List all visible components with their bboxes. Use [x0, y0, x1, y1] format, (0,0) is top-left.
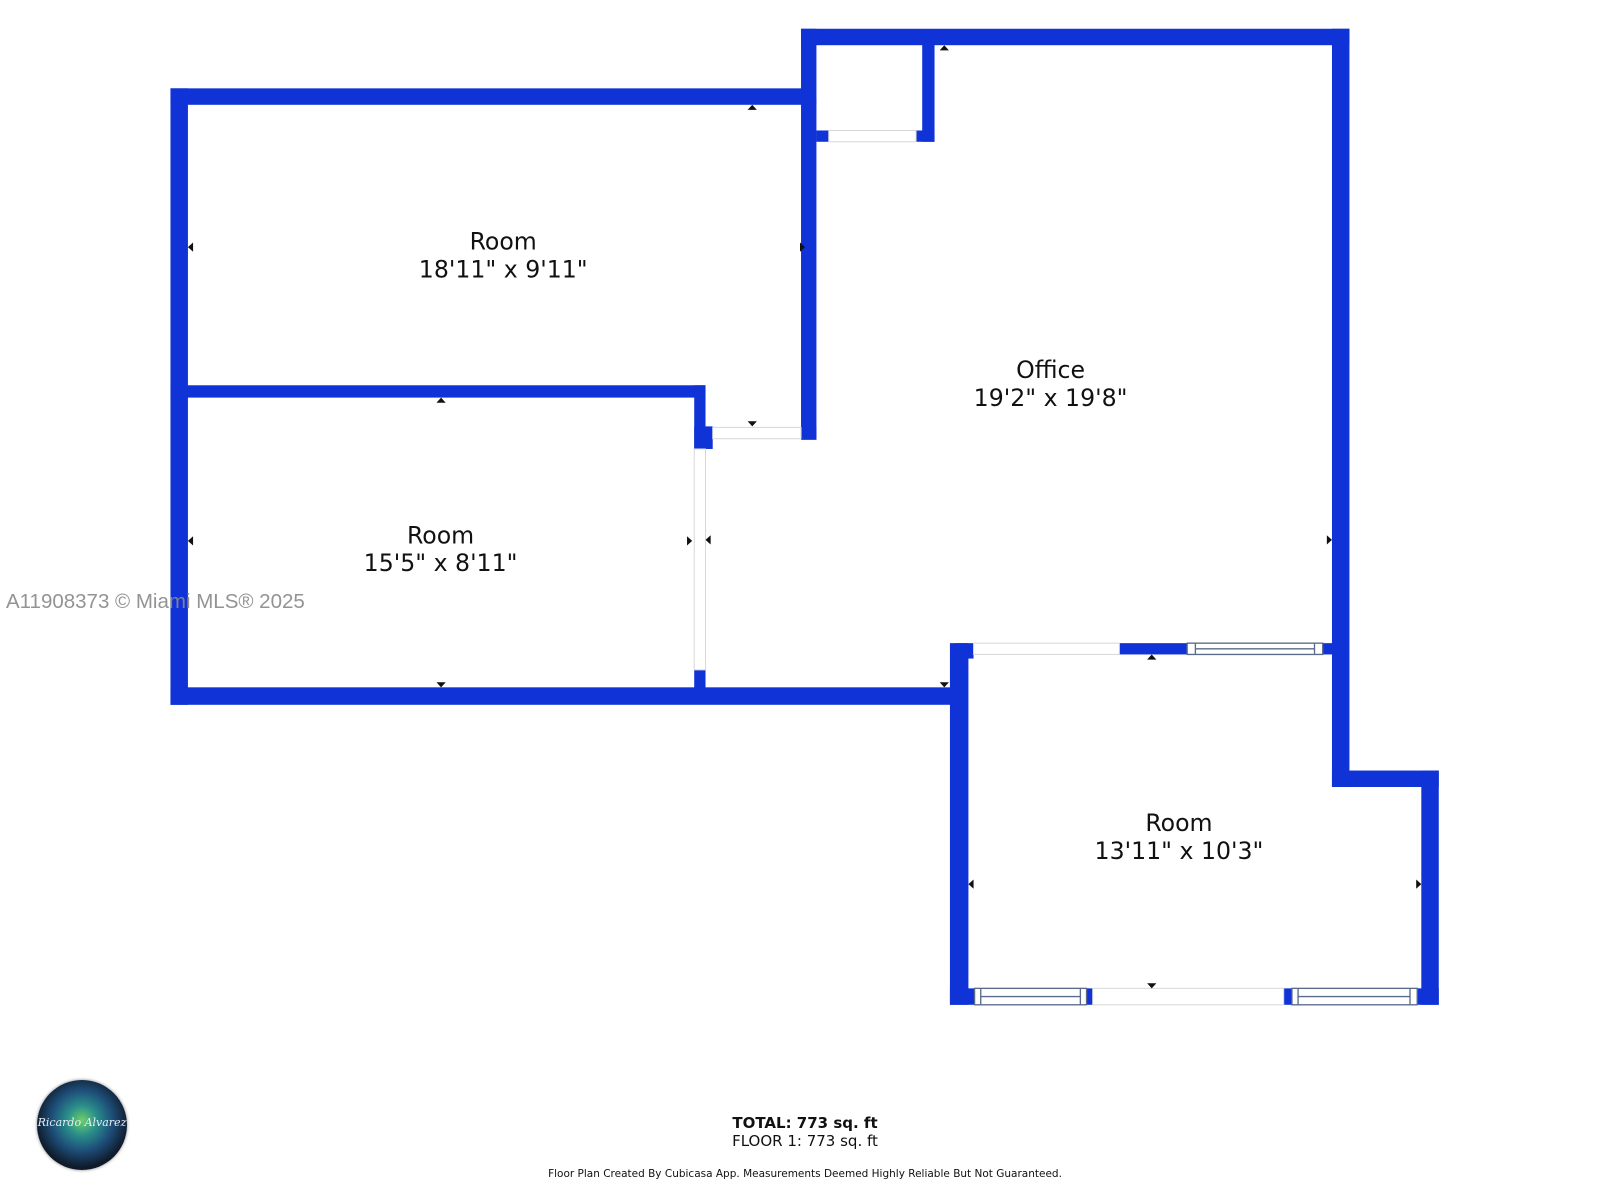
wall [922, 41, 935, 142]
arrow-up-icon [939, 45, 949, 51]
room-name: Room [1145, 809, 1212, 837]
room-dimensions: 15'5" x 8'11" [364, 549, 518, 577]
floor-area: FLOOR 1: 773 sq. ft [732, 1132, 878, 1150]
arrow-right-icon [800, 242, 806, 252]
wall [801, 28, 817, 105]
wall [1119, 643, 1188, 655]
wall [949, 988, 975, 1005]
arrow-down-icon [1147, 983, 1157, 989]
arrow-up-icon [436, 397, 446, 403]
photographer-logo: Ricardo Alvarez [37, 1080, 127, 1170]
wall [1417, 988, 1439, 1005]
wall [170, 385, 706, 398]
room-name: Room [470, 228, 537, 256]
room-labels: Room 18'11" x 9'11" Room 15'5" x 8'11" O… [364, 228, 1264, 865]
logo-signature: Ricardo Alvarez [37, 1116, 127, 1129]
mls-watermark: A11908373 © Miami MLS® 2025 [6, 590, 305, 613]
arrow-left-icon [968, 879, 974, 889]
windows [973, 642, 1418, 1006]
area-totals: TOTAL: 773 sq. ft FLOOR 1: 773 sq. ft [0, 1114, 1600, 1150]
walls [170, 28, 1439, 1005]
wall [1322, 643, 1342, 655]
window [1291, 987, 1418, 1006]
arrow-down-icon [747, 421, 757, 427]
arrow-up-icon [747, 104, 757, 110]
wall [170, 687, 967, 705]
wall [816, 130, 829, 142]
wall [170, 88, 808, 105]
room-name: Room [407, 521, 474, 549]
wall [916, 130, 935, 142]
arrow-right-icon [687, 536, 693, 546]
wall [694, 385, 706, 449]
wall [1283, 988, 1292, 1005]
arrow-left-icon [187, 242, 194, 252]
door-opening [712, 426, 802, 440]
wall [801, 426, 817, 440]
dimension-markers [187, 45, 1422, 989]
room-name: Office [1016, 356, 1085, 384]
window [973, 987, 1088, 1006]
arrow-left-icon [705, 535, 711, 545]
wall [1331, 28, 1350, 787]
room-dimensions: 18'11" x 9'11" [419, 255, 588, 283]
arrow-down-icon [939, 682, 949, 688]
door-opening [828, 129, 917, 143]
arrow-left-icon [187, 536, 194, 546]
window [1186, 642, 1324, 656]
wall [801, 98, 817, 440]
wall [1086, 988, 1093, 1005]
arrow-up-icon [1147, 654, 1157, 660]
door-opening [1092, 987, 1285, 1006]
disclaimer: Floor Plan Created By Cubicasa App. Meas… [548, 1168, 1062, 1180]
arrow-down-icon [436, 682, 446, 688]
arrow-right-icon [1326, 535, 1332, 545]
door-opening [693, 448, 707, 671]
room-dimensions: 13'11" x 10'3" [1095, 837, 1264, 865]
total-area: TOTAL: 773 sq. ft [732, 1114, 878, 1132]
openings [693, 129, 1285, 1006]
room-dimensions: 19'2" x 19'8" [974, 384, 1128, 412]
wall [801, 28, 1350, 46]
wall [694, 426, 713, 449]
wall [694, 669, 706, 696]
wall [1331, 770, 1439, 787]
wall [949, 643, 969, 1005]
door-opening [973, 642, 1120, 655]
arrow-right-icon [1416, 879, 1422, 889]
wall [1421, 770, 1439, 1005]
